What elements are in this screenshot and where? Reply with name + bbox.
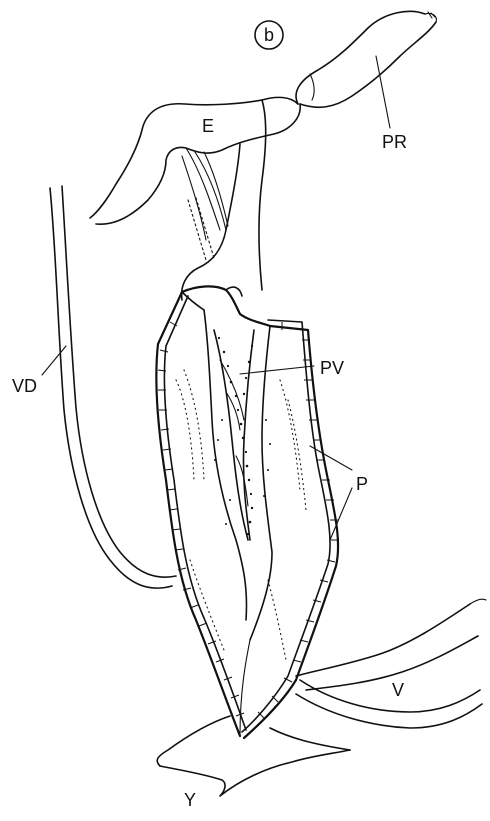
label-pv-leader xyxy=(240,366,314,374)
ejaculatory-loop xyxy=(90,97,300,300)
label-vd: VD xyxy=(12,346,66,396)
label-e-text: E xyxy=(202,116,214,136)
label-p-text: P xyxy=(356,474,368,494)
label-p-leader-lower xyxy=(330,488,352,540)
lower-duct-v xyxy=(296,599,486,728)
right-border-hatching xyxy=(258,322,339,718)
panel-badge: b xyxy=(255,21,283,49)
label-pr: PR xyxy=(376,56,407,152)
label-pv-text: PV xyxy=(320,358,344,378)
upper-duct-pr xyxy=(296,11,436,107)
label-vd-leader xyxy=(42,346,66,375)
label-y-text: Y xyxy=(184,790,196,810)
label-v: V xyxy=(392,680,404,700)
label-vd-text: VD xyxy=(12,376,37,396)
label-v-text: V xyxy=(392,680,404,700)
panel-badge-letter: b xyxy=(264,25,274,45)
label-pr-text: PR xyxy=(382,132,407,152)
label-e: E xyxy=(202,116,214,136)
penis-body xyxy=(156,286,339,738)
label-y: Y xyxy=(184,790,196,810)
label-pv: PV xyxy=(240,358,344,378)
